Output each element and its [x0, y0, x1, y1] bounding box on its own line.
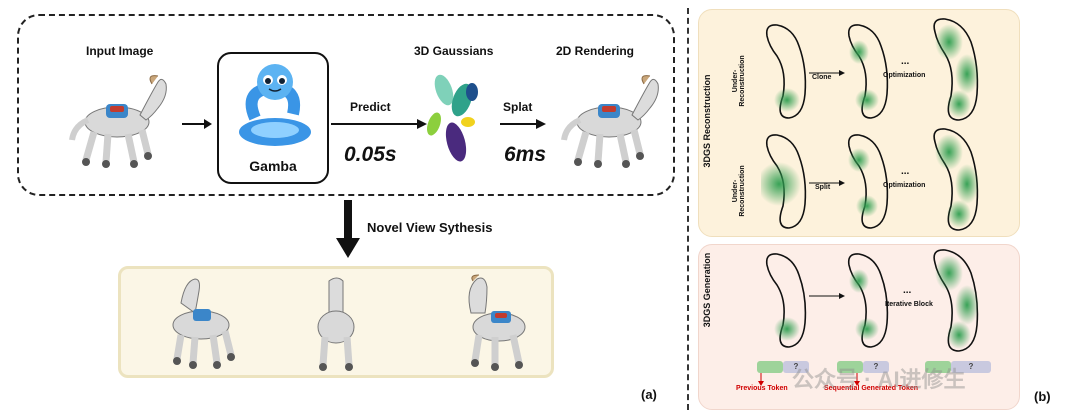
shape-cloned: [847, 24, 889, 119]
token-generated-2: [925, 361, 951, 373]
previous-token-label: Previous Token: [736, 385, 788, 392]
arrow-splat: [500, 119, 546, 129]
rendered-horse-image: [561, 75, 659, 168]
token-query-2: ?: [863, 361, 889, 373]
shape-split: [847, 134, 889, 229]
model-name: Gamba: [249, 158, 297, 174]
predict-time: 0.05s: [344, 143, 397, 166]
rendering-label: 2D Rendering: [556, 44, 635, 58]
shape-optimized-1: [933, 18, 979, 121]
token-query-1: ?: [783, 361, 809, 373]
split-label: Split: [815, 184, 831, 191]
gaussians-label: 3D Gaussians: [414, 44, 494, 58]
shape-optimized-2: [933, 128, 979, 231]
novel-view-horse-3: [468, 274, 526, 371]
novel-views-box: [118, 266, 554, 378]
gen-shape-3: [933, 249, 979, 352]
under-reconstruction-label-1: Under-Reconstruction: [732, 55, 746, 107]
gen-shape-2: [847, 253, 889, 348]
gen-shape-1: [765, 253, 807, 348]
ellipsis-1: ...: [901, 56, 910, 67]
arrow-clone: [809, 70, 845, 76]
gaussians-splats-image: [427, 74, 478, 162]
novel-view-horse-2: [317, 277, 355, 371]
token-previous: [757, 361, 783, 373]
splat-label: Splat: [503, 100, 533, 114]
gamba-model-box: Gamba: [217, 52, 329, 184]
snake-mascot-icon: [239, 64, 311, 146]
novel-view-label: Novel View Sythesis: [367, 220, 493, 235]
token-generated-1: [837, 361, 863, 373]
shape-underfit-2: [761, 134, 807, 229]
panel-a-tag: (a): [641, 387, 657, 402]
arrow-generation: [809, 293, 845, 299]
predict-label: Predict: [350, 100, 391, 114]
arrow-predict: [331, 119, 427, 129]
optimization-label-2: Optimization: [883, 182, 926, 189]
reconstruction-title: 3DGS Reconstruction: [702, 74, 712, 168]
input-image-label: Input Image: [86, 44, 154, 58]
panel-b-tag: (b): [1034, 389, 1051, 404]
watermark-text: 公众号 · AI进修生: [792, 367, 966, 392]
arrow-split: [809, 180, 845, 186]
token-pointer-arrows: [758, 373, 860, 386]
optimization-label-1: Optimization: [883, 72, 926, 79]
generation-title: 3DGS Generation: [702, 252, 712, 328]
input-horse-image: [69, 75, 167, 168]
iterative-block-label: Iterative Block: [885, 301, 933, 308]
reconstruction-panel: 3DGS Reconstruction Under-Reconstruction…: [698, 9, 1020, 237]
ellipsis-3: ...: [903, 285, 912, 296]
sequential-token-label: Sequential Generated Token: [824, 385, 919, 392]
ellipsis-2: ...: [901, 166, 910, 177]
panel-divider: [687, 8, 689, 410]
under-reconstruction-label-2: Under-Reconstruction: [732, 165, 746, 217]
arrow-novel-view: [336, 200, 360, 258]
shape-underfit-1: [765, 24, 807, 119]
generation-panel: 3DGS Generation ... Iterative Block ? ? …: [698, 244, 1020, 410]
pipeline-frame: [17, 14, 675, 196]
arrow-to-model: [182, 119, 212, 129]
clone-label: Clone: [812, 74, 832, 81]
novel-view-horse-1: [172, 278, 235, 369]
splat-time: 6ms: [504, 143, 547, 166]
token-query-3: ?: [951, 361, 991, 373]
